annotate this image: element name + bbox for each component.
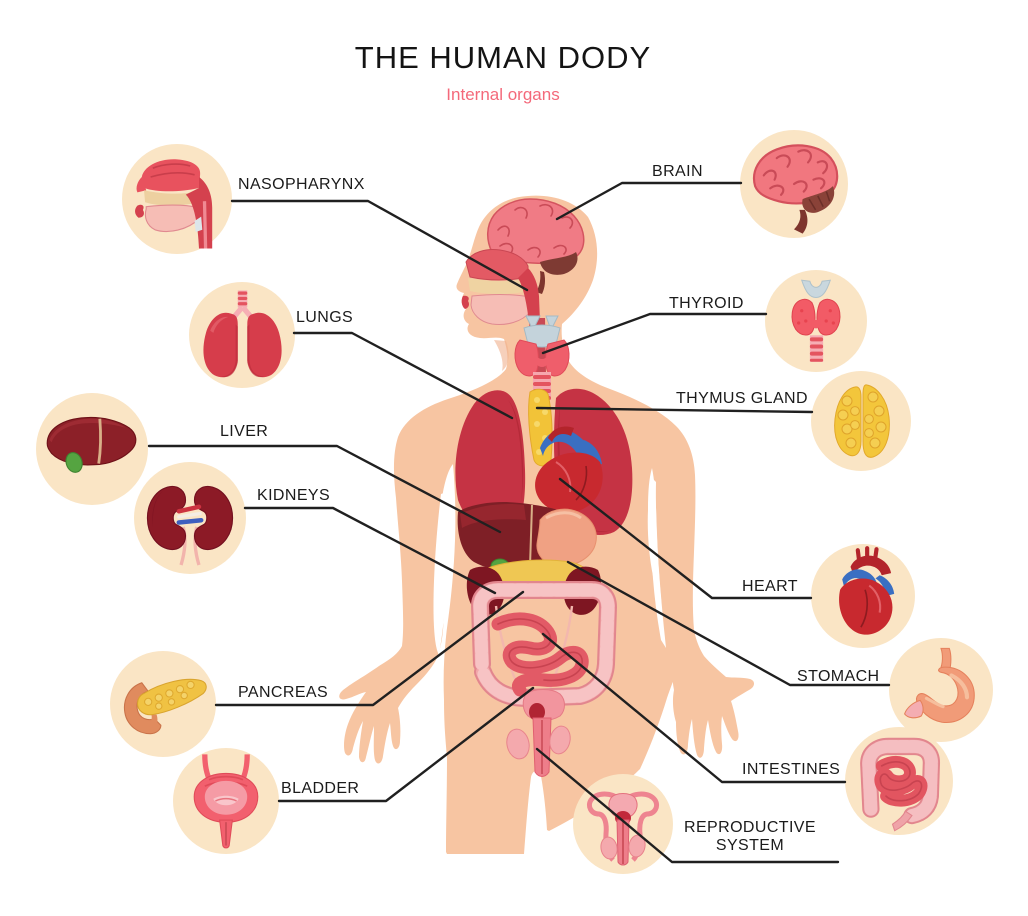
intestines-badge xyxy=(845,727,953,835)
bladder-icon xyxy=(193,754,259,849)
label-thymus-gland: THYMUS GLAND xyxy=(676,390,808,407)
thymus-gland-icon xyxy=(834,384,890,458)
label-heart: HEART xyxy=(742,578,798,595)
label-stomach: STOMACH xyxy=(797,668,880,685)
header: THE HUMAN DODY Internal organs xyxy=(0,40,1006,105)
label-intestines: INTESTINES xyxy=(742,761,841,778)
label-nasopharynx: NASOPHARYNX xyxy=(238,176,365,193)
page-subtitle: Internal organs xyxy=(446,85,560,104)
lungs-badge xyxy=(189,282,295,388)
label-liver: LIVER xyxy=(220,423,269,440)
brain-icon xyxy=(753,144,839,234)
reproductive-system-badge xyxy=(573,774,673,874)
heart-icon xyxy=(839,546,895,635)
brain-badge xyxy=(740,130,848,238)
label-thyroid: THYROID xyxy=(669,295,744,312)
lungs-icon xyxy=(203,290,282,378)
label-lungs: LUNGS xyxy=(296,309,354,326)
page-title: THE HUMAN DODY xyxy=(354,40,652,75)
nasopharynx-icon xyxy=(135,159,213,249)
kidneys-icon xyxy=(146,485,234,566)
stomach-icon xyxy=(904,647,975,723)
label-kidneys: KIDNEYS xyxy=(257,487,331,504)
liver-badge xyxy=(36,393,148,505)
thymus-gland-badge xyxy=(811,371,911,471)
label-reproductive-system: REPRODUCTIVE SYSTEM xyxy=(684,819,816,854)
thyroid-badge xyxy=(765,270,867,372)
neck-shadow xyxy=(494,340,509,371)
label-bladder: BLADDER xyxy=(281,780,360,797)
pancreas-badge xyxy=(110,651,216,757)
bladder-badge xyxy=(173,748,279,854)
pancreas-icon xyxy=(123,678,207,735)
thyroid-icon xyxy=(791,279,841,362)
kidneys-badge xyxy=(134,462,246,574)
stomach-badge xyxy=(889,638,993,742)
nasopharynx-badge xyxy=(122,144,232,254)
label-pancreas: PANCREAS xyxy=(238,684,329,701)
label-brain: BRAIN xyxy=(652,163,703,180)
intestines-icon xyxy=(860,737,941,832)
reproductive-system-icon xyxy=(586,791,660,866)
heart-badge xyxy=(811,544,915,648)
liver-icon xyxy=(46,416,137,473)
